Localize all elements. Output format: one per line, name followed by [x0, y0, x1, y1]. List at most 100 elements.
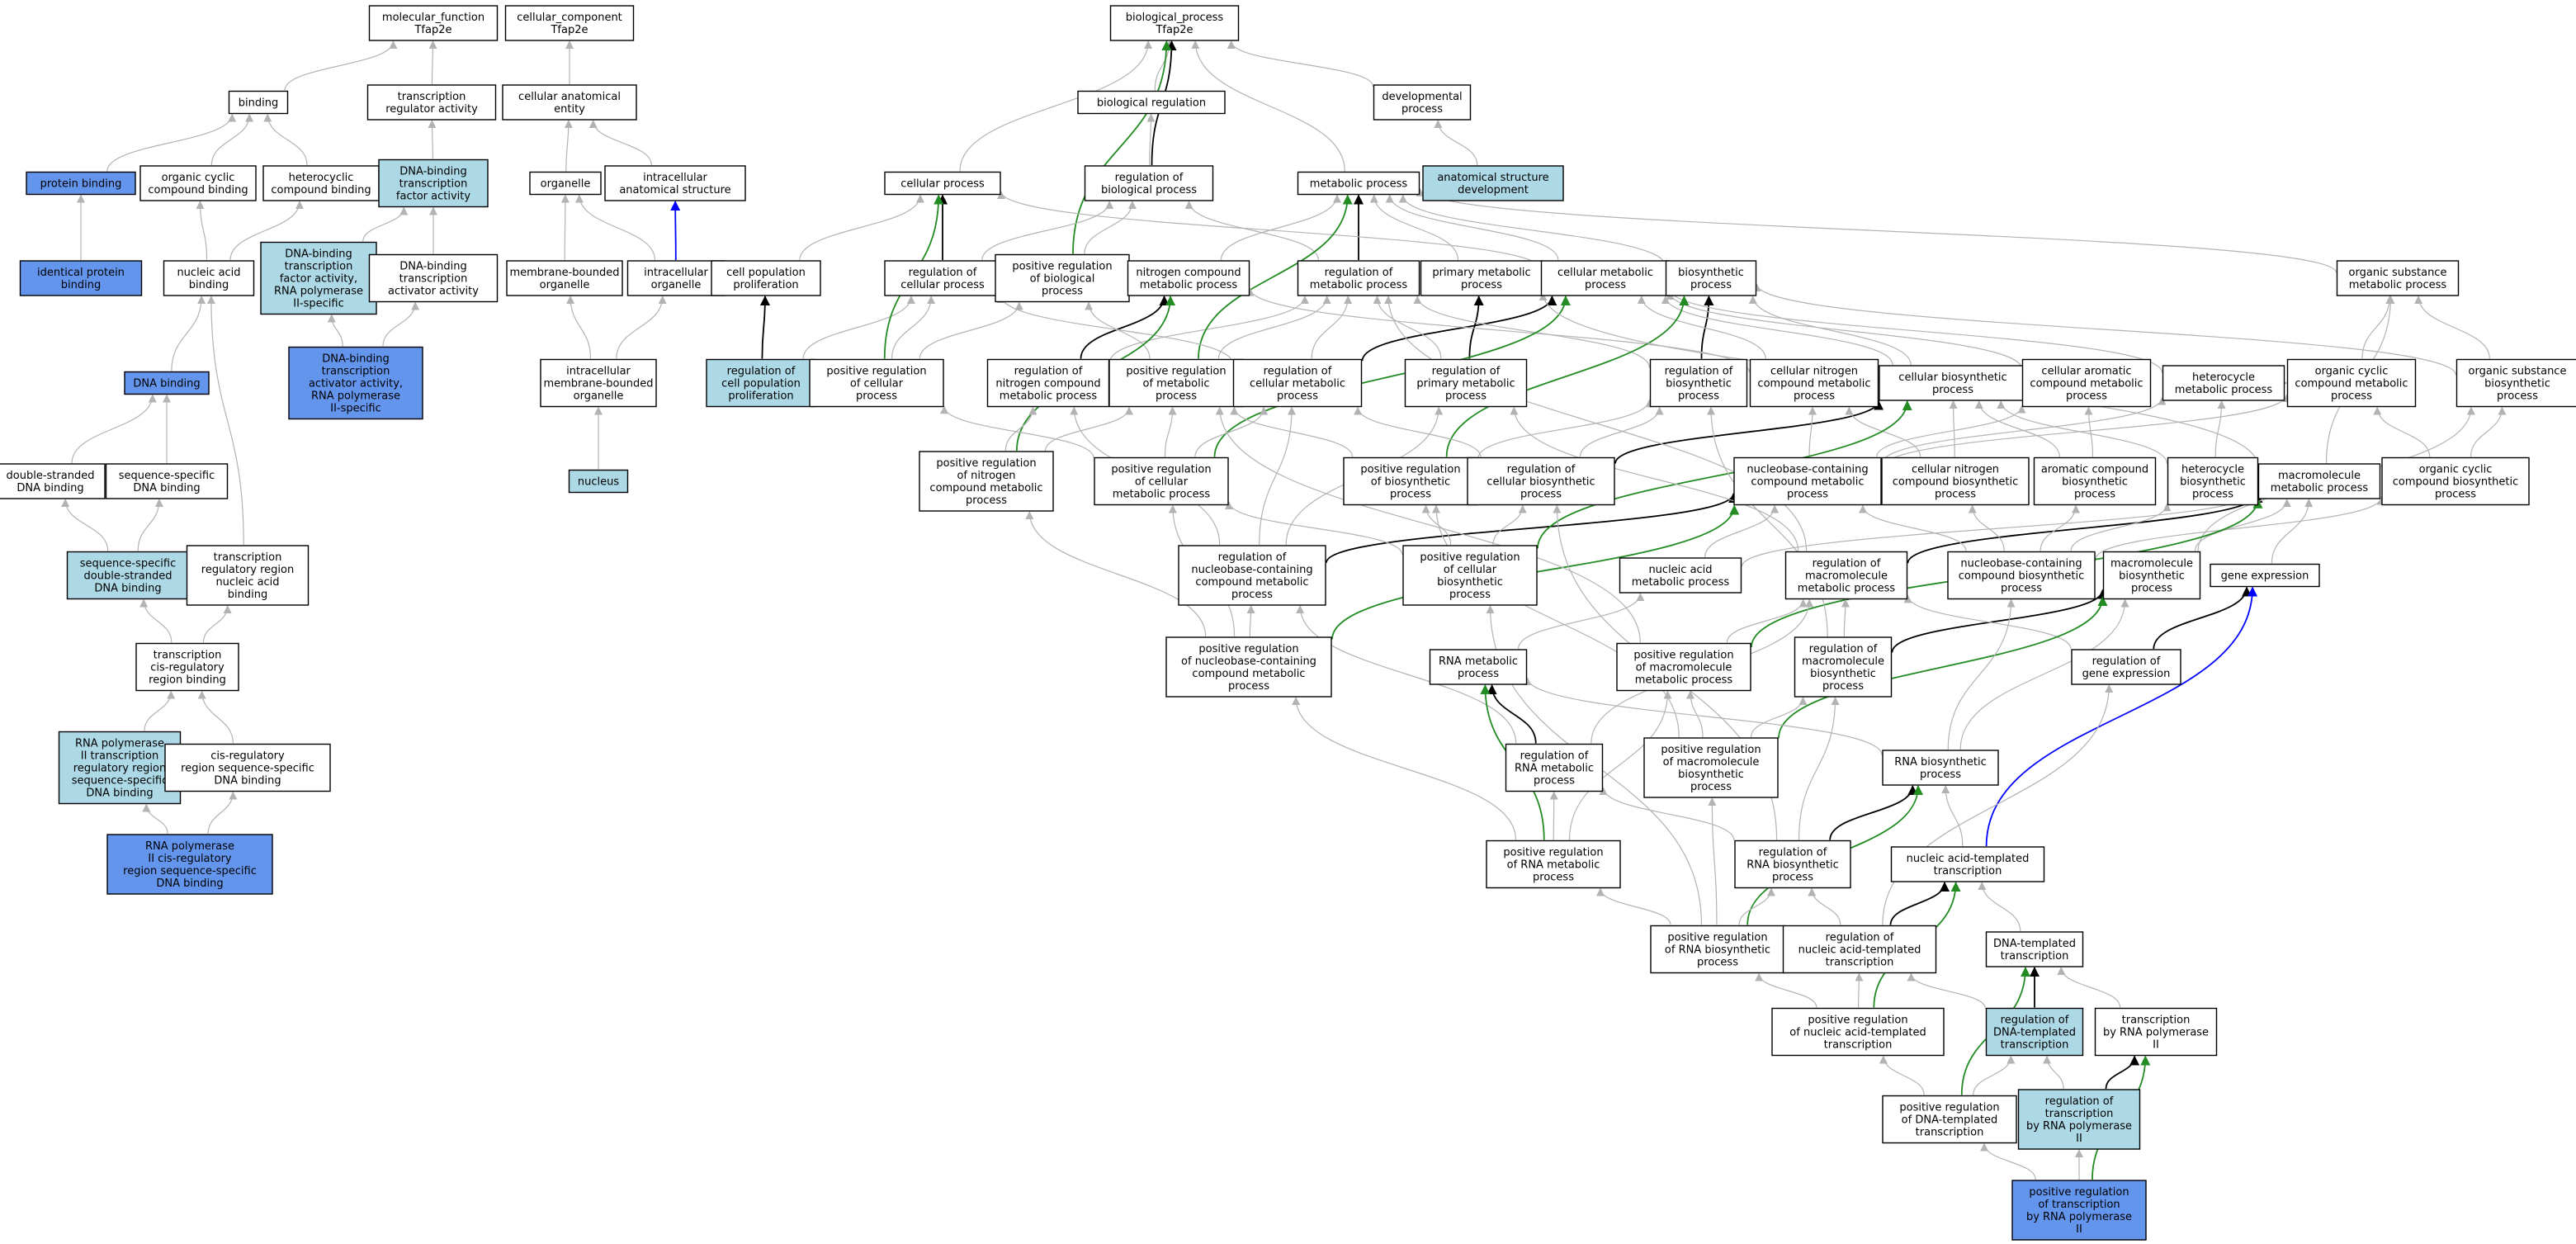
node-label-line: regulation of	[1665, 366, 1733, 378]
node-label-line: sequence-specific	[72, 775, 168, 788]
node-reg-macro-biosyn[interactable]: regulation ofmacromoleculebiosyntheticpr…	[1794, 636, 1893, 698]
node-protein-binding[interactable]: protein binding	[26, 171, 136, 196]
node-nucleus[interactable]: nucleus	[568, 469, 629, 494]
edge-regulates	[2153, 586, 2252, 650]
node-organelle[interactable]: organelle	[529, 171, 602, 196]
node-label-line: cellular nitrogen	[1770, 366, 1858, 378]
node-met-proc[interactable]: metabolic process	[1297, 171, 1420, 196]
node-gene-expr[interactable]: gene expression	[2210, 563, 2320, 588]
node-binding[interactable]: binding	[228, 90, 289, 115]
node-cell-proc[interactable]: cellular process	[884, 171, 1001, 196]
node-bio-reg[interactable]: biological regulation	[1077, 90, 1226, 115]
edge-is-a	[1259, 406, 1297, 546]
node-dna-binding[interactable]: DNA binding	[124, 371, 210, 395]
node-reg-nucbase-met[interactable]: regulation ofnucleobase-containingcompou…	[1178, 545, 1326, 606]
